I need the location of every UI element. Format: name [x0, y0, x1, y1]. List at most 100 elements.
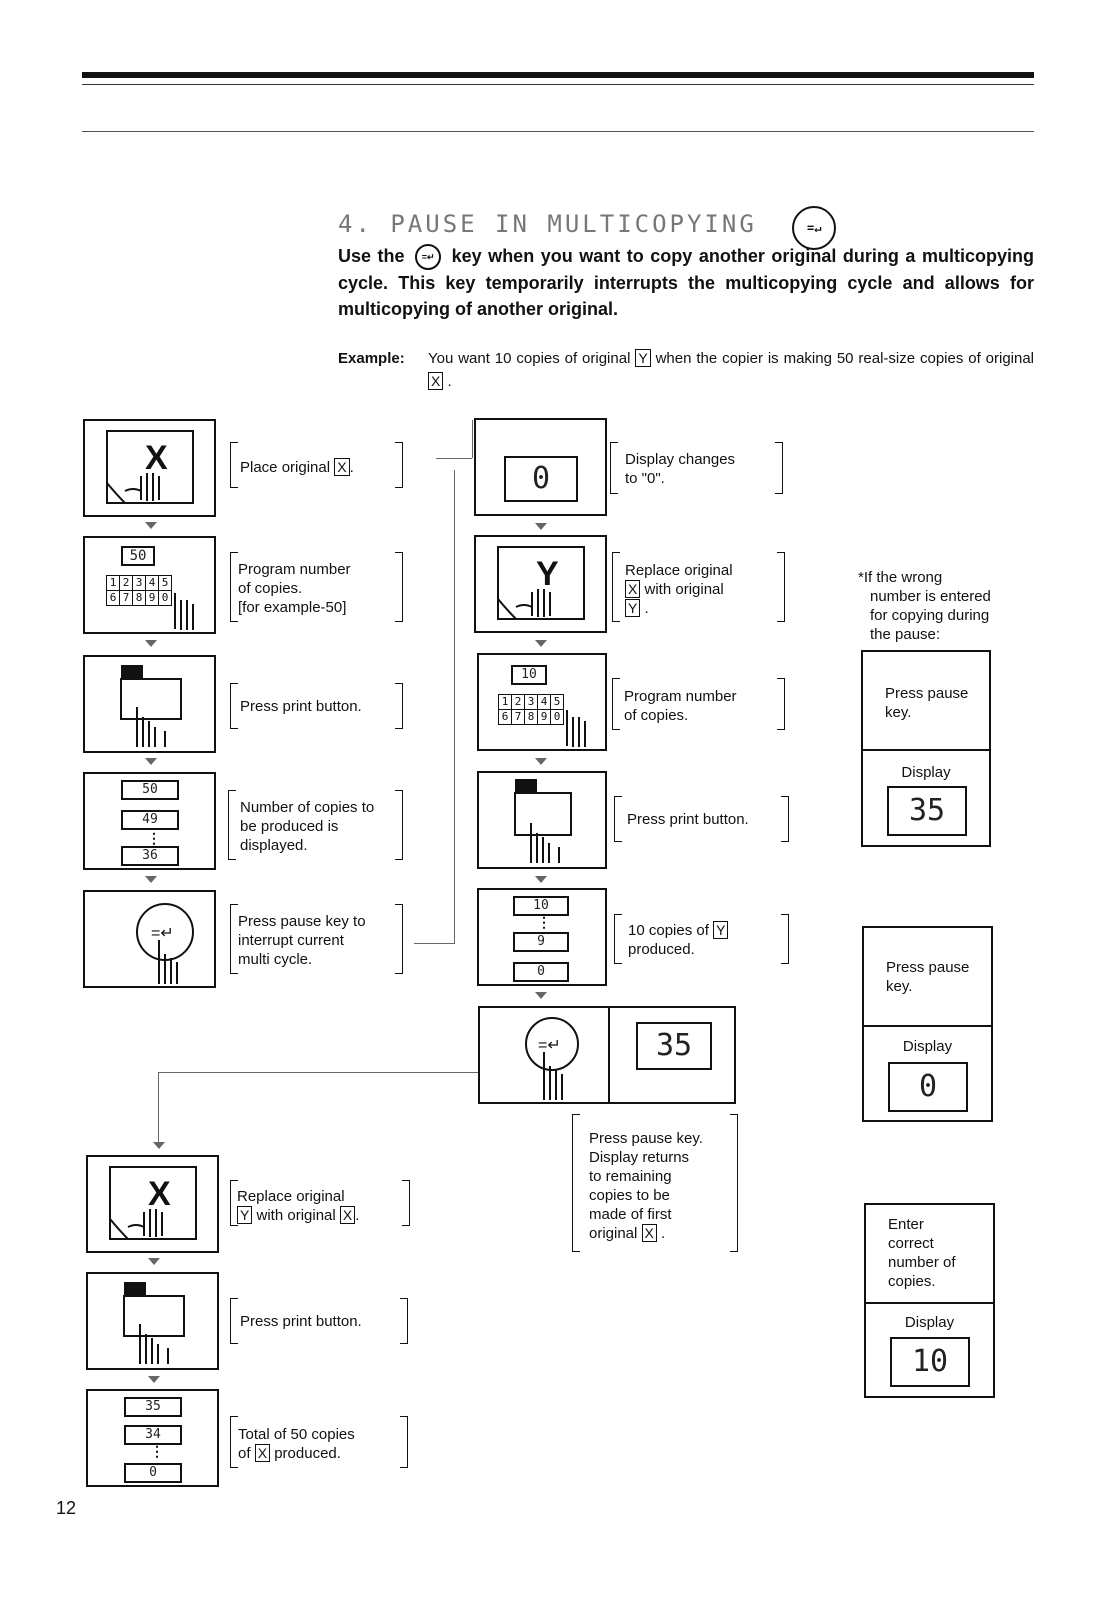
original-sheet-icon: Y — [497, 546, 585, 620]
side-box-top: Press pause key. — [863, 652, 989, 751]
caption-line: Replace original — [237, 1188, 345, 1205]
ellipsis-dots: ⋮ — [537, 914, 551, 930]
pause-key-icon: =↵ — [792, 206, 837, 250]
hand-icon — [174, 593, 194, 630]
bracket — [777, 552, 785, 622]
bracket — [395, 904, 403, 974]
caption-line: original X . — [589, 1224, 666, 1242]
arrow-down-icon — [145, 758, 157, 765]
page-number: 12 — [56, 1498, 77, 1518]
ellipsis-dots: ⋮ — [147, 830, 161, 846]
header-rule-thick — [82, 72, 1034, 78]
side-box-press-pause-1: Press pause key. Display 35 — [861, 650, 991, 847]
caption-line: made of first — [589, 1206, 672, 1223]
panel-press-pause: =↵ — [83, 890, 216, 988]
caption-line: of copies. — [238, 580, 303, 597]
caption-line: X with original — [625, 580, 733, 599]
caption-press-print: Press print button. — [240, 698, 362, 715]
caption-line: multi cycle. — [238, 951, 313, 968]
flow-line — [414, 943, 454, 944]
lcd-display-icon: 0 — [124, 1463, 182, 1483]
lcd-display-icon: 9 — [513, 932, 569, 952]
flow-line — [454, 470, 455, 944]
original-x-box: X — [641, 1224, 657, 1242]
arrow-down-icon — [148, 1258, 160, 1265]
bracket — [230, 442, 238, 488]
bracket — [230, 552, 238, 622]
caption-program-number: Program number of copies. [for example-5… — [238, 560, 351, 617]
flow-line — [472, 420, 473, 458]
original-x-box: X — [334, 458, 350, 476]
arrow-down-icon — [535, 640, 547, 647]
side-box-line: Enter — [888, 1216, 924, 1233]
caption-program-number-2: Program number of copies. — [624, 687, 737, 725]
side-box-line: correct — [888, 1235, 934, 1252]
bracket — [572, 1114, 580, 1252]
lcd-display-icon: 0 — [513, 962, 569, 982]
bracket — [781, 796, 789, 842]
panel-ten-copies: 10 ⋮ 9 0 — [477, 888, 607, 986]
display-label: Display — [902, 1038, 953, 1055]
original-y-box: Y — [635, 349, 651, 367]
bracket — [775, 442, 783, 494]
lcd-display-icon: 49 — [121, 810, 179, 830]
bracket — [402, 1180, 410, 1226]
side-box-line: number of — [888, 1254, 956, 1271]
bracket — [230, 1416, 238, 1468]
bracket — [610, 442, 618, 494]
arrow-down-icon — [145, 640, 157, 647]
bracket — [400, 1416, 408, 1468]
panel-display-zero: 0 — [474, 418, 607, 516]
print-button-icon — [123, 1282, 185, 1364]
display-label: Display — [904, 1314, 955, 1331]
bracket — [230, 1180, 238, 1226]
intro-paragraph: Use the =↵ key when you want to copy ano… — [338, 243, 1034, 322]
panel-press-print-3 — [477, 771, 607, 869]
side-box-line: copies. — [888, 1273, 936, 1290]
keypad-key: 0 — [158, 590, 172, 606]
lcd-display-icon: 35 — [636, 1022, 712, 1070]
original-x-box: X — [625, 580, 641, 598]
arrow-down-icon — [535, 992, 547, 999]
note-line: for copying during — [870, 607, 990, 624]
note-line: If the wrong — [863, 569, 943, 586]
ellipsis-dots: ⋮ — [150, 1443, 164, 1459]
bracket — [395, 442, 403, 488]
caption-line: interrupt current — [238, 932, 344, 949]
pause-key-icon: =↵ — [415, 244, 442, 271]
side-box-line: key. — [886, 978, 913, 995]
lcd-display-icon: 0 — [888, 1062, 968, 1112]
bracket — [612, 552, 620, 622]
panel-press-print-2 — [86, 1272, 219, 1370]
flow-line — [158, 1072, 159, 1142]
caption-line: Program number — [624, 688, 737, 705]
caption-line: copies to be — [589, 1187, 670, 1204]
original-x-box: X — [339, 1206, 356, 1224]
caption-replace-x-with-y: Replace original X with original Y . — [625, 561, 733, 618]
caption-pause-returns: Press pause key. Display returns to rema… — [589, 1129, 703, 1243]
caption-ten-copies: 10 copies of Y produced. — [628, 921, 729, 959]
caption-line: Y . — [625, 599, 733, 618]
svg-text:=↵: =↵ — [538, 1037, 561, 1054]
caption-line: displayed. — [240, 837, 308, 854]
flow-line — [158, 1072, 480, 1073]
lcd-display-icon: 50 — [121, 546, 155, 566]
caption-total: Total of 50 copies of X produced. — [238, 1425, 355, 1463]
example-text: You want 10 copies of original Y when th… — [428, 349, 1035, 390]
example-text-a: You want 10 copies of original — [428, 350, 631, 367]
caption-line: Display changes — [625, 451, 736, 468]
panel-count-display: 50 49 ⋮ 36 — [83, 772, 216, 870]
lcd-display-icon: 0 — [504, 456, 578, 502]
pause-key-icon: =↵ — [525, 1017, 579, 1100]
side-box-press-pause-2: Press pause key. Display 0 — [862, 926, 993, 1122]
arrow-down-icon — [535, 758, 547, 765]
intro-text-1: Use the — [338, 246, 405, 266]
bracket — [230, 683, 238, 729]
print-button-icon — [120, 665, 182, 747]
lcd-display-icon: 10 — [890, 1337, 970, 1387]
caption-line: Press pause key. — [589, 1130, 703, 1147]
